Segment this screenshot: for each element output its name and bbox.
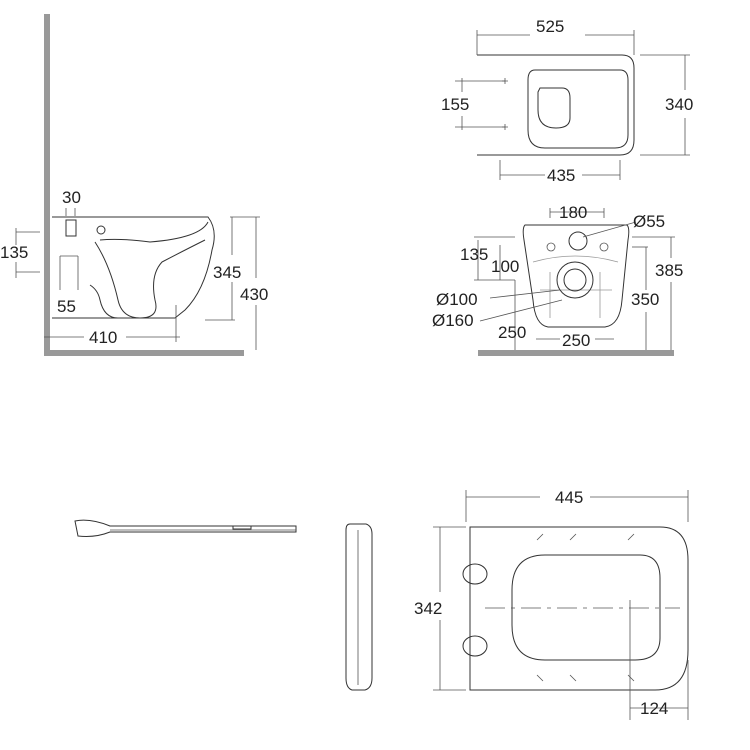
dim-55: 55	[57, 297, 76, 316]
dim-124: 124	[640, 699, 668, 718]
dim-250-left: 250	[498, 323, 526, 342]
seat-profile	[74, 519, 297, 537]
dim-dia-55: Ø55	[633, 212, 665, 231]
dim-dia-100: Ø100	[436, 290, 478, 309]
dim-350: 350	[631, 290, 659, 309]
dim-155: 155	[441, 95, 469, 114]
seat-outline	[469, 526, 689, 691]
dim-250-bottom: 250	[562, 331, 590, 350]
dim-435: 435	[547, 166, 575, 185]
dim-410: 410	[89, 328, 117, 347]
dim-100: 100	[491, 257, 519, 276]
rear-outline	[522, 224, 630, 328]
top-view: 525 155 340 435	[441, 17, 693, 185]
dim-dia-160: Ø160	[432, 311, 474, 330]
seat-edge-view	[345, 523, 373, 691]
dim-135: 135	[0, 243, 28, 262]
dim-30: 30	[62, 188, 81, 207]
top-outline	[477, 54, 635, 156]
dim-135-rear: 135	[460, 245, 488, 264]
dim-385: 385	[655, 261, 683, 280]
toilet-profile	[52, 216, 215, 319]
dim-525: 525	[536, 17, 564, 36]
wall	[44, 14, 50, 356]
dim-430: 430	[240, 285, 268, 304]
dim-345: 345	[213, 263, 241, 282]
floor	[44, 350, 244, 356]
dim-340: 340	[665, 95, 693, 114]
dim-342: 342	[414, 599, 442, 618]
seat-top-view: 445 342 124	[414, 488, 689, 720]
dim-180: 180	[559, 203, 587, 222]
rear-view: 180 Ø55 135 100 385 Ø100 350 Ø160 250 25…	[432, 203, 683, 356]
floor-rear	[478, 350, 674, 356]
seat-edge	[345, 523, 373, 691]
seat-side-view	[74, 519, 297, 537]
side-view: 30 135 345 430 55 410	[0, 14, 268, 356]
dim-445: 445	[555, 488, 583, 507]
